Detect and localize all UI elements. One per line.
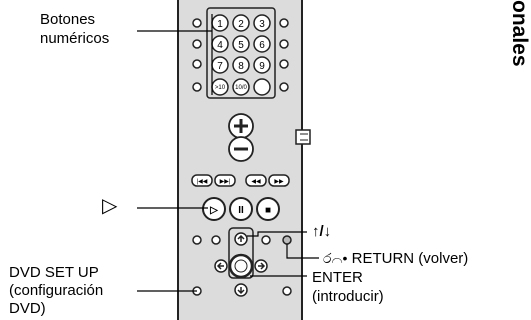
dvd-setup-line3: DVD): [9, 300, 46, 317]
pause-key: [229, 197, 253, 221]
key-label: 10/0: [235, 85, 247, 91]
transport-label: ▷: [209, 205, 219, 216]
callout-lines: [137, 14, 319, 292]
transport-label: ▶▶|: [220, 179, 231, 185]
return-label: ර⌒• RETURN (volver): [323, 249, 468, 268]
arrows-label: ↑/↓: [312, 223, 332, 240]
key-label: 9: [259, 61, 265, 72]
key-label: 4: [217, 40, 223, 51]
transport-label: ◀◀: [251, 179, 261, 185]
transport-label: ■: [265, 205, 271, 216]
key-label: 7: [217, 61, 223, 72]
number-key-labels: 1 2 3 4 5 6 7 8 9: [217, 19, 265, 72]
key-label: 2: [238, 19, 244, 30]
left-small-buttons: [192, 18, 202, 92]
number-key: [232, 56, 250, 74]
extra-key: [232, 78, 250, 96]
blank-key: [253, 78, 271, 96]
numeric-buttons-line2: numéricos: [40, 30, 110, 47]
transport-label: ▶▶: [274, 179, 284, 185]
transport-row-1: [191, 174, 290, 187]
dvd-setup-label: DVD SET UP (configuración DVD): [9, 264, 103, 318]
enter-line2: (introducir): [312, 288, 384, 305]
dvd-setup-line1: DVD SET UP: [9, 264, 99, 281]
transport-row-2: [202, 197, 280, 221]
small-side-buttons: [192, 235, 292, 296]
enter-label: ENTER (introducir): [312, 268, 384, 306]
enter-line1: ENTER: [312, 269, 363, 286]
return-text: RETURN (volver): [351, 250, 469, 267]
numeric-buttons-label: Botones numéricos: [40, 10, 109, 48]
return-key: [282, 235, 292, 245]
stop-key: [256, 197, 280, 221]
numeric-buttons-line1: Botones: [40, 11, 96, 28]
dvd-setup-line2: (configuración: [9, 282, 104, 299]
section-tab: onales: [508, 0, 531, 67]
number-key: [232, 14, 250, 32]
return-icon: ර⌒•: [323, 250, 348, 266]
key-label: 1: [217, 19, 223, 30]
key-label: 5: [238, 40, 244, 51]
play-symbol-label: ▷: [102, 195, 118, 217]
key-label: >10: [215, 85, 226, 91]
number-key: [253, 35, 271, 53]
numeric-keypad-frame: [206, 7, 276, 99]
number-key: [253, 14, 271, 32]
key-label: 8: [238, 61, 244, 72]
transport-label: |◀◀: [197, 179, 208, 185]
number-key: [232, 35, 250, 53]
number-key: [253, 56, 271, 74]
right-small-buttons: [279, 18, 289, 92]
number-keys: [211, 14, 271, 96]
key-label: 6: [259, 40, 265, 51]
play-key: [202, 197, 226, 221]
key-label: 3: [259, 19, 265, 30]
transport-label: II: [238, 205, 244, 216]
side-slot: [295, 129, 311, 145]
